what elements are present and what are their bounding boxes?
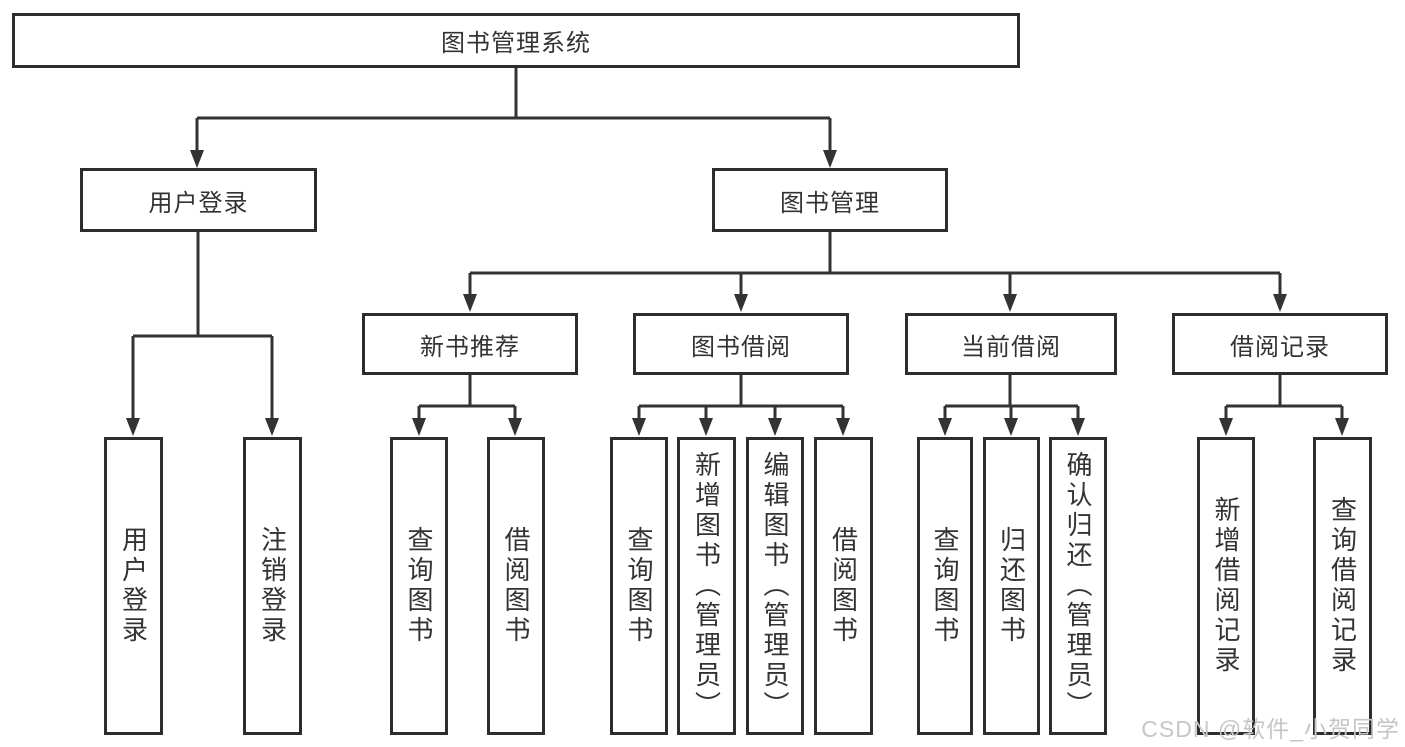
leaf-borrow-query-books: 查询图书 [610,437,668,735]
node-current-borrow-label: 当前借阅 [961,333,1061,361]
leaf-user-login: 用户登录 [104,437,163,735]
csdn-watermark: CSDN @软件_小贺同学 [1141,716,1400,742]
leaf-borrow-query-books-label: 查询图书 [624,526,654,646]
leaf-borrow-borrow-books: 借阅图书 [814,437,873,735]
leaf-record-query-borrow-record-label: 查询借阅记录 [1327,496,1358,676]
node-borrow-record: 借阅记录 [1172,313,1388,375]
leaf-newbook-borrow-books-label: 借阅图书 [501,526,531,646]
leaf-newbook-query-books: 查询图书 [390,437,448,735]
node-book-borrow-label: 图书借阅 [691,333,791,361]
node-root-label: 图书管理系统 [441,30,591,57]
node-root: 图书管理系统 [12,13,1020,68]
node-user-login: 用户登录 [80,168,317,232]
leaf-user-login-label: 用户登录 [118,526,149,646]
leaf-current-confirm-return-admin-label: 确认归还（管理员） [1063,451,1093,721]
node-book-management-label: 图书管理 [780,189,880,217]
node-current-borrow: 当前借阅 [905,313,1117,375]
leaf-record-add-borrow-record: 新增借阅记录 [1197,437,1255,735]
node-new-book-recommend: 新书推荐 [362,313,578,375]
leaf-current-confirm-return-admin: 确认归还（管理员） [1049,437,1107,735]
leaf-borrow-borrow-books-label: 借阅图书 [828,526,859,646]
leaf-borrow-edit-books-admin: 编辑图书（管理员） [746,437,804,735]
leaf-newbook-query-books-label: 查询图书 [404,526,434,646]
leaf-record-add-borrow-record-label: 新增借阅记录 [1211,496,1241,676]
node-book-borrow: 图书借阅 [633,313,849,375]
leaf-newbook-borrow-books: 借阅图书 [487,437,545,735]
leaf-borrow-add-books-admin: 新增图书（管理员） [677,437,736,735]
leaf-borrow-edit-books-admin-label: 编辑图书（管理员） [760,451,790,721]
node-new-book-recommend-label: 新书推荐 [420,333,520,361]
leaf-current-query-books-label: 查询图书 [930,526,960,646]
leaf-current-query-books: 查询图书 [917,437,973,735]
leaf-logout: 注销登录 [243,437,302,735]
leaf-logout-label: 注销登录 [257,526,288,646]
leaf-borrow-add-books-admin-label: 新增图书（管理员） [691,451,722,721]
leaf-current-return-books-label: 归还图书 [996,526,1027,646]
node-user-login-label: 用户登录 [148,189,249,217]
node-book-management: 图书管理 [712,168,948,232]
node-borrow-record-label: 借阅记录 [1230,333,1330,361]
leaf-current-return-books: 归还图书 [983,437,1040,735]
leaf-record-query-borrow-record: 查询借阅记录 [1313,437,1372,735]
